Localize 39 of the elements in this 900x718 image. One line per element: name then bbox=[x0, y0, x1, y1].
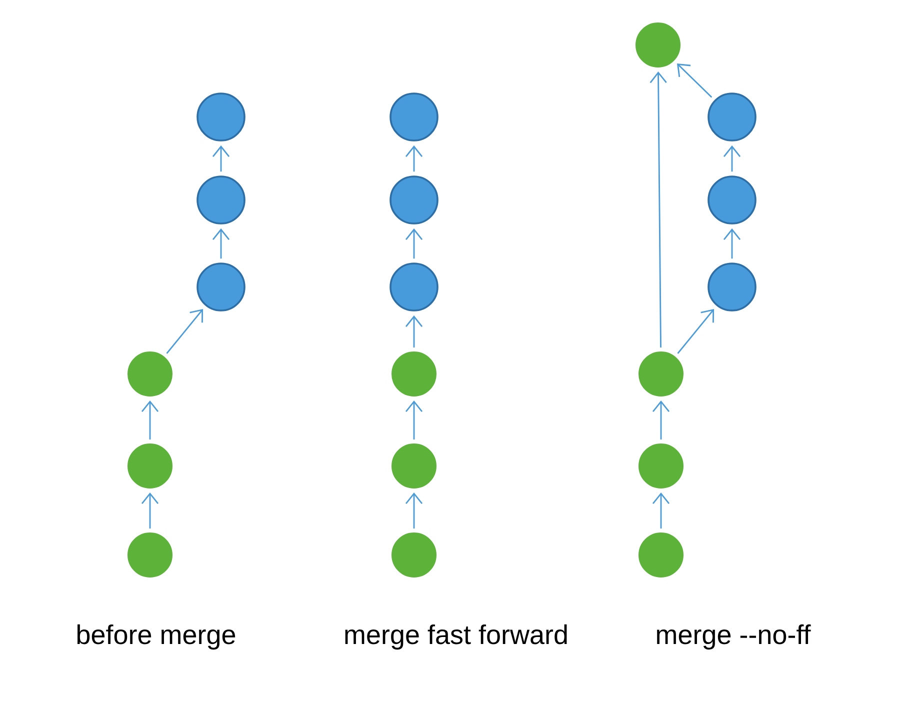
commit-circle bbox=[390, 176, 438, 224]
arrow bbox=[723, 228, 741, 259]
arrow bbox=[405, 400, 423, 440]
arrow bbox=[166, 309, 204, 354]
commit-circle bbox=[196, 176, 246, 224]
commit-circle bbox=[636, 22, 680, 68]
arrow bbox=[405, 315, 423, 348]
caption-text: merge fast forward bbox=[345, 624, 567, 650]
arrow bbox=[723, 145, 741, 172]
arrow bbox=[677, 309, 714, 354]
commit-circle bbox=[638, 532, 684, 578]
arrow bbox=[405, 145, 423, 172]
commit-circle bbox=[128, 444, 172, 488]
commit-circle bbox=[638, 352, 684, 396]
commit-circle bbox=[708, 262, 756, 312]
commit-circle bbox=[128, 352, 172, 396]
arrow bbox=[652, 400, 670, 440]
arrow bbox=[212, 145, 230, 172]
commit-circle bbox=[708, 92, 756, 142]
commit-circle bbox=[128, 532, 172, 578]
commit-circle bbox=[638, 444, 684, 488]
commit-circle bbox=[196, 262, 246, 312]
commit-circle bbox=[708, 176, 756, 224]
commit-circle bbox=[390, 92, 438, 142]
arrow bbox=[141, 400, 159, 440]
arrow bbox=[652, 492, 670, 528]
commit-circle bbox=[390, 262, 438, 312]
arrow bbox=[405, 492, 423, 528]
arrow bbox=[141, 492, 159, 528]
commit-circle bbox=[392, 352, 436, 396]
arrow bbox=[650, 72, 667, 348]
commit-circle bbox=[392, 444, 436, 488]
commit-circle bbox=[392, 532, 436, 578]
arrow bbox=[212, 228, 230, 259]
arrow bbox=[405, 228, 423, 259]
caption-text: merge --no-ff bbox=[657, 624, 811, 650]
caption-text: before merge bbox=[77, 624, 236, 650]
commit-circle bbox=[196, 92, 246, 142]
arrow bbox=[677, 63, 712, 98]
